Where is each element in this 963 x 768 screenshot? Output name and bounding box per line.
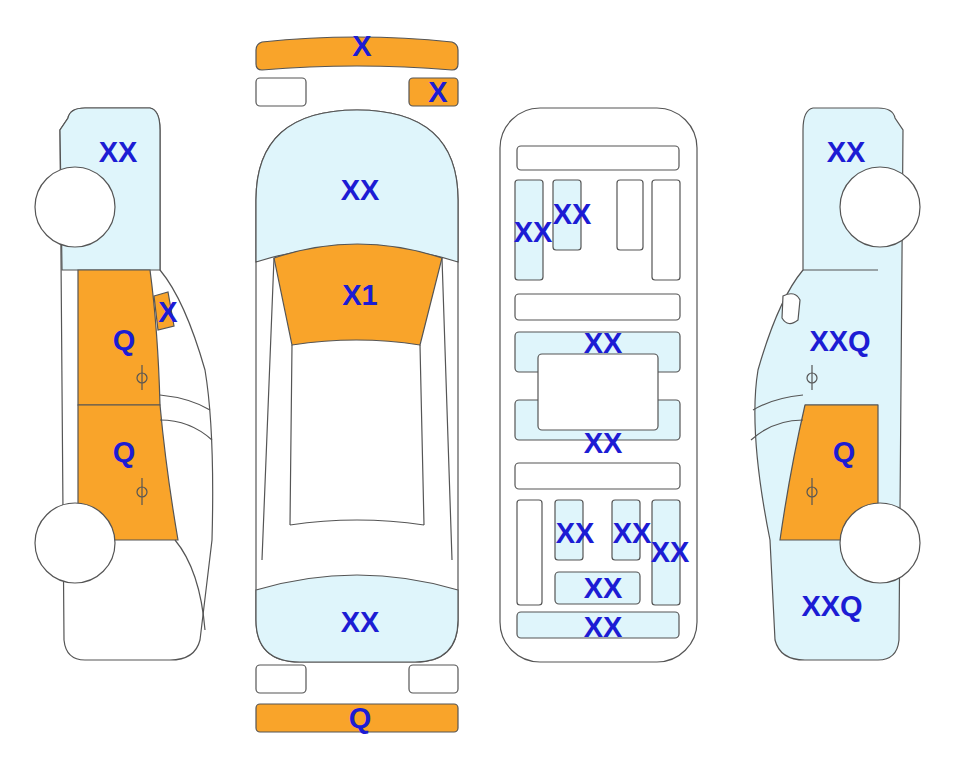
underside-view (500, 108, 697, 662)
damage-code-text: XX (584, 327, 623, 359)
damage-code-text: Q (349, 702, 372, 734)
damage-code-text: XX (651, 536, 690, 568)
damage-code: XX (582, 427, 625, 459)
damage-code: XX (554, 517, 597, 549)
damage-code: XX (611, 517, 654, 549)
windshield (274, 244, 442, 345)
damage-code-text: X (428, 76, 447, 108)
damage-code-text: X (352, 30, 371, 62)
damage-code-text: XX (341, 174, 380, 206)
top-view (256, 37, 458, 732)
damage-code-text: XX (827, 136, 866, 168)
damage-code-text: XX (553, 198, 592, 230)
damage-code-text: X (158, 296, 177, 328)
damage-code: XX (582, 572, 625, 604)
damage-code-text: XX (584, 611, 623, 643)
hood (256, 110, 458, 262)
damage-code: XX (512, 216, 555, 248)
damage-code-text: XX (99, 136, 138, 168)
damage-code-text: Q (833, 436, 856, 468)
damage-code: Q (111, 324, 138, 356)
damage-code: X1 (340, 279, 379, 311)
damage-code-text: XX (584, 427, 623, 459)
trunk (256, 575, 458, 662)
damage-code-text: XX (341, 606, 380, 638)
damage-code-text: XXQ (809, 325, 870, 357)
damage-code: X (426, 76, 449, 108)
damage-code-text: XXQ (801, 590, 862, 622)
left-side-view (35, 108, 213, 660)
damage-code: XXQ (807, 325, 872, 357)
damage-code: XX (339, 174, 382, 206)
damage-code: XX (825, 136, 868, 168)
right-side-view (751, 108, 920, 660)
damage-code: Q (347, 702, 374, 734)
damage-code: XXQ (799, 590, 864, 622)
damage-code-text: XX (613, 517, 652, 549)
damage-code: X (156, 296, 179, 328)
damage-code: XX (582, 327, 625, 359)
damage-code: XX (97, 136, 140, 168)
damage-code: XX (649, 536, 692, 568)
front-door (78, 270, 160, 405)
damage-code-text: XX (584, 572, 623, 604)
damage-code-text: XX (514, 216, 553, 248)
damage-code: XX (339, 606, 382, 638)
damage-code: X (350, 30, 373, 62)
damage-code: XX (551, 198, 594, 230)
damage-code-text: X1 (342, 279, 377, 311)
damage-code: XX (582, 611, 625, 643)
damage-code-text: XX (556, 517, 595, 549)
damage-code-text: Q (113, 436, 136, 468)
damage-code-text: Q (113, 324, 136, 356)
damage-code: Q (831, 436, 858, 468)
damage-code: Q (111, 436, 138, 468)
